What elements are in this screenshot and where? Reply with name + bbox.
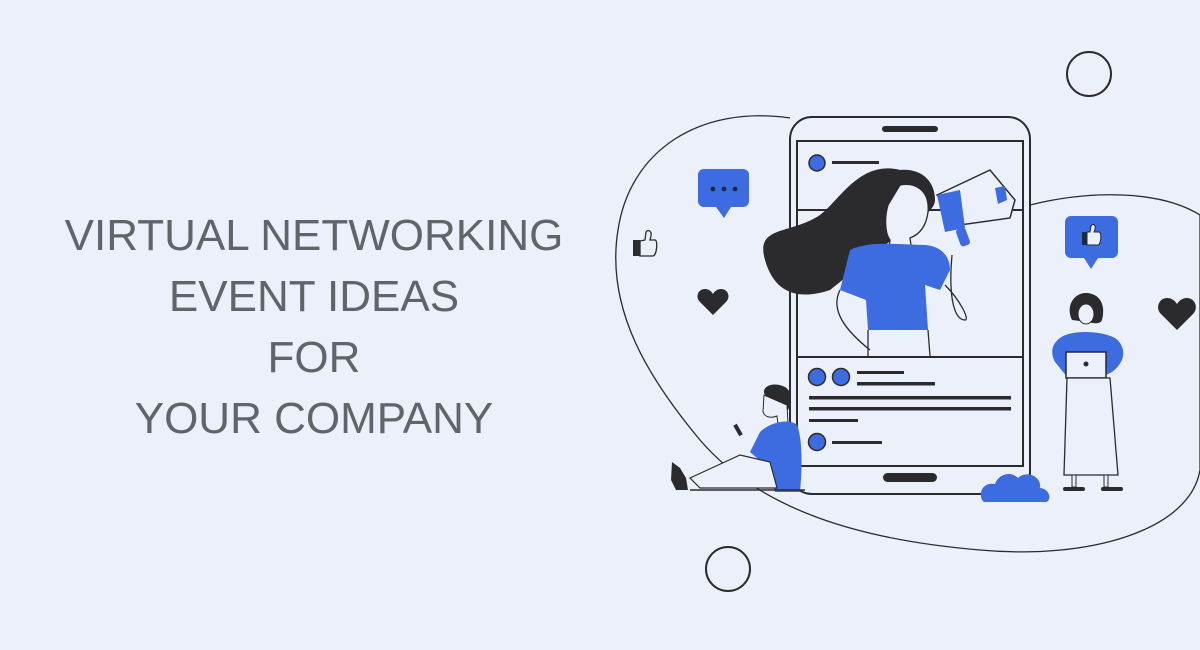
title-line-2: EVENT IDEAS bbox=[168, 272, 460, 321]
title-line-4: YOUR COMPANY bbox=[134, 394, 494, 443]
chat-bubble-icon bbox=[698, 169, 749, 218]
woman-laptop-figure bbox=[1052, 292, 1124, 491]
decor-circle-bottom bbox=[705, 546, 751, 592]
cloud-icon bbox=[980, 473, 1050, 502]
thumbs-up-bubble-icon bbox=[1065, 216, 1118, 269]
sitting-man-figure bbox=[671, 384, 805, 492]
title-line-3: FOR bbox=[267, 333, 361, 382]
heart-icon-right bbox=[1158, 298, 1196, 330]
hero-title: VIRTUAL NETWORKING EVENT IDEAS FOR YOUR … bbox=[14, 205, 614, 449]
woman-megaphone-figure bbox=[763, 168, 1016, 357]
decor-circle-top bbox=[1066, 51, 1112, 97]
heart-icon bbox=[697, 289, 729, 315]
title-line-1: VIRTUAL NETWORKING bbox=[64, 211, 564, 260]
thumbs-up-icon bbox=[633, 229, 658, 257]
